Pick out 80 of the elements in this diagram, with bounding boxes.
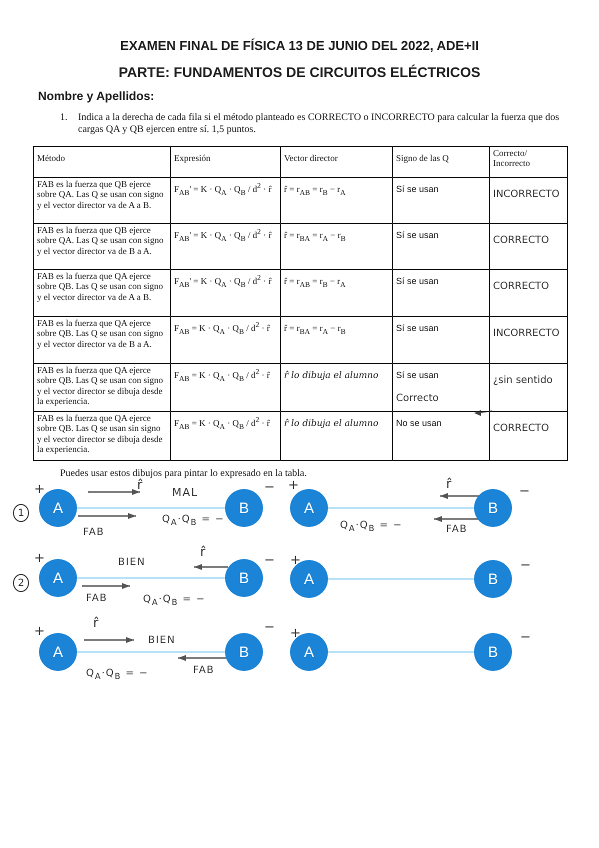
charge-sign-note: Sí se usan xyxy=(396,276,439,286)
method-description: FAB es la fuerza que QA ejerce sobre QB. Las Q se usan con signo y el vector director se dibuja desde la experiencia. xyxy=(37,365,164,406)
charge-circle: B xyxy=(474,560,512,598)
handwritten-annotation: − xyxy=(520,558,532,574)
force-formula: F$_{AB}$ = K · Q$_{A}$ · Q$_{B}$ / d$^{2}$ · r̂ xyxy=(174,416,270,432)
handwritten-annotation: MAL xyxy=(172,486,198,500)
charge-sign-note: Sí se usan xyxy=(396,230,439,240)
handwritten-annotation: r̂ xyxy=(200,545,206,561)
charge-circle: A xyxy=(290,489,328,527)
handwritten-annotation: Q$_{A}$·Q$_{B}$ = − xyxy=(340,520,402,533)
handwritten-annotation: FAB xyxy=(446,524,468,536)
instruction-text: Puedes usar estos dibujos para pintar lo expresado en la tabla. xyxy=(60,468,307,479)
charge-sign-note: Sí se usan xyxy=(396,370,439,380)
handwritten-annotation: FAB xyxy=(86,593,108,605)
step-number: 2 xyxy=(13,574,29,592)
charge-sign-note: Sí se usan xyxy=(396,184,439,194)
direction-vector-formula: r̂ lo dibuja el alumno xyxy=(284,371,378,382)
step-number: 1 xyxy=(13,504,29,522)
method-description: FAB es la fuerza que QB ejerce sobre QA. Las Q se usan con signo y el vector director va de A a B. xyxy=(37,179,164,210)
force-formula: F$_{AB}$' = K · Q$_{A}$ · Q$_{B}$ / d$^{2}$ · r̂ xyxy=(174,228,272,244)
column-header: Expresión xyxy=(174,153,210,164)
connecting-line xyxy=(328,578,474,580)
connecting-line xyxy=(77,651,225,653)
handwritten-answer: INCORRECTO xyxy=(493,328,560,340)
force-formula: F$_{AB}$ = K · Q$_{A}$ · Q$_{B}$ / d$^{2}$ · r̂ xyxy=(174,321,270,336)
handwritten-annotation: Q$_{A}$·Q$_{B}$ = − xyxy=(143,594,206,607)
exam-title: EXAMEN FINAL DE FÍSICA 13 DE JUNIO DEL 2022, ADE+II xyxy=(119,38,480,53)
connecting-line xyxy=(328,507,474,509)
handwritten-annotation: FAB xyxy=(193,665,215,677)
subtitle: PARTE: FUNDAMENTOS DE CIRCUITOS ELÉCTRICOS xyxy=(118,64,482,80)
charge-circle: A xyxy=(39,559,77,597)
direction-vector-formula: r̂ = r$_{BA}$ = r$_{A}$ − r$_{B}$ xyxy=(284,323,346,336)
charge-circle: B xyxy=(225,559,263,597)
charge-circle: B xyxy=(225,633,263,671)
question-text: Indica a la derecha de cada fila si el método planteado es CORRECTO o INCORRECTO para calcular la fuerza que dos cargas QA y QB ejercen entre sí. 1,5 puntos. xyxy=(78,112,560,136)
column-header: Método xyxy=(37,153,65,164)
handwritten-annotation: FAB xyxy=(83,527,105,539)
handwritten-annotation: − xyxy=(519,484,531,500)
handwritten-annotation: r̂ xyxy=(93,616,100,632)
force-formula: F$_{AB}$ = K · Q$_{A}$ · Q$_{B}$ / d$^{2}$ · r̂ xyxy=(174,368,270,384)
charge-circle: B xyxy=(225,489,263,527)
handwritten-answer: CORRECTO xyxy=(493,281,550,292)
method-description: FAB es la fuerza que QB ejerce sobre QA. Las Q se usan con signo y el vector director va de B a A. xyxy=(37,225,164,256)
name-field-label: Nombre y Apellidos: xyxy=(38,89,154,104)
handwritten-annotation: r̂ xyxy=(137,478,144,494)
handwritten-annotation: Q$_{A}$·Q$_{B}$ = − xyxy=(162,514,224,527)
handwritten-note: ¿sin sentido xyxy=(493,375,553,386)
charge-circle: A xyxy=(39,633,77,671)
direction-vector-formula: r̂ lo dibuja el alumno xyxy=(284,419,378,430)
method-description: FAB es la fuerza que QA ejerce sobre QB. Las Q se usan con signo y el vector director va de A a B. xyxy=(37,271,164,302)
direction-vector-formula: r̂ = r$_{AB}$ = r$_{B}$ − r$_{A}$ xyxy=(284,184,346,198)
connecting-line xyxy=(77,577,225,579)
method-description: FAB es la fuerza que QA ejerce sobre QB. Las Q se usan con signo y el vector director va de B a A. xyxy=(37,318,164,350)
handwritten-answer: CORRECTO xyxy=(493,423,550,434)
handwritten-annotation: BIEN xyxy=(118,557,146,569)
force-formula: F$_{AB}$' = K · Q$_{A}$ · Q$_{B}$ / d$^{2}$ · r̂ xyxy=(174,274,272,290)
question-number: 1. xyxy=(60,112,68,124)
direction-vector-formula: r̂ = r$_{AB}$ = r$_{B}$ − r$_{A}$ xyxy=(284,276,346,290)
force-formula: F$_{AB}$' = K · Q$_{A}$ · Q$_{B}$ / d$^{2}$ · r̂ xyxy=(174,182,272,198)
handwritten-annotation: − xyxy=(264,620,276,636)
handwritten-answer: CORRECTO xyxy=(493,235,550,246)
handwritten-annotation: − xyxy=(264,553,276,569)
handwritten-annotation: BIEN xyxy=(148,635,176,647)
handwritten-annotation: Q$_{A}$·Q$_{B}$ = − xyxy=(86,668,148,681)
charge-circle: B xyxy=(474,489,512,527)
connecting-line xyxy=(328,651,474,653)
charge-circle: B xyxy=(474,633,512,671)
direction-vector-formula: r̂ = r$_{BA}$ = r$_{A}$ − r$_{B}$ xyxy=(284,230,346,244)
column-header: Correcto/ Incorrecto xyxy=(493,148,531,169)
handwritten-annotation: r̂ xyxy=(446,477,452,493)
method-description: FAB es la fuerza que QA ejerce sobre QB. Las Q se usan sin signo y el vector director se dibuja desde la experiencia. xyxy=(37,413,164,454)
connecting-line xyxy=(77,507,225,509)
handwritten-answer: Correcto xyxy=(396,393,439,404)
charge-sign-note: Sí se usan xyxy=(396,323,439,334)
handwritten-annotation: − xyxy=(520,630,532,646)
handwritten-answer: INCORRECTO xyxy=(493,189,560,200)
handwritten-annotation: − xyxy=(264,480,276,496)
charge-sign-note: No se usan xyxy=(396,418,442,428)
column-header: Vector director xyxy=(284,153,338,164)
column-header: Signo de las Q xyxy=(396,153,449,164)
